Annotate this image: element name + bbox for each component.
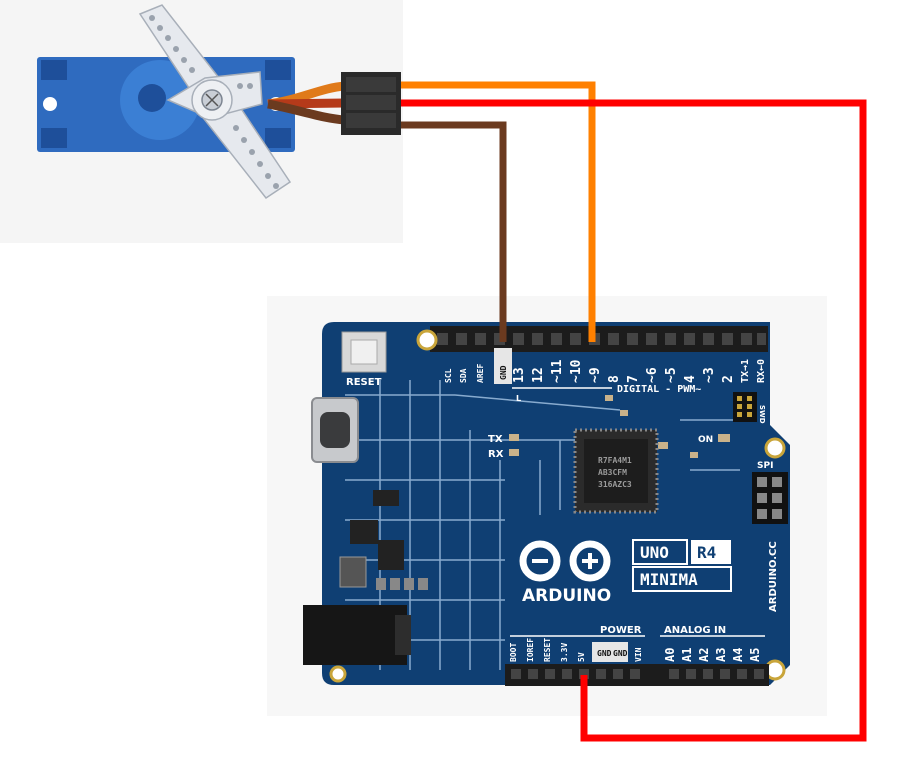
servo-gear — [138, 84, 166, 112]
website-label: ARDUINO.CC — [768, 541, 779, 612]
signal-wire — [401, 81, 596, 342]
power-wire — [401, 99, 867, 742]
pin-label: A5 — [748, 648, 762, 662]
pin-label: RX←0 — [756, 359, 767, 383]
swd-header — [733, 392, 757, 422]
pin-label: 7 — [626, 375, 641, 383]
on-label: ON — [698, 435, 713, 445]
pin-label: ~5 — [664, 367, 679, 383]
pin-label: BOOT — [509, 643, 518, 662]
chip-line-3: 316AZC3 — [598, 480, 632, 489]
mount-hole — [764, 437, 786, 459]
chip-line-1: R7FA4M1 — [598, 456, 632, 465]
servo-horn — [138, 4, 292, 200]
pin-label: GND — [597, 649, 612, 658]
pin-label: 4 — [683, 375, 698, 383]
servo-mount-tab — [41, 60, 67, 80]
pin-label: 3.3V — [560, 643, 569, 662]
pin-label: ~11 — [550, 359, 565, 383]
pin-label: A4 — [731, 648, 745, 662]
rx-label: RX — [488, 449, 504, 460]
pin-label: 12 — [531, 367, 546, 383]
pin-label: ~3 — [702, 367, 717, 383]
servo-motor — [37, 4, 401, 200]
model-uno: UNO — [640, 543, 669, 562]
board-pcb — [322, 322, 790, 685]
pin-label: A1 — [680, 648, 694, 662]
top-pin-labels: SCL SDA AREF GND 13 12 ~11 ~10 ~9 8 7 ~6… — [444, 348, 767, 384]
pin-label: GND — [499, 365, 508, 380]
chip-line-2: AB3CFM — [598, 468, 627, 477]
pin-label: VIN — [634, 647, 643, 662]
brand-text: ARDUINO — [522, 586, 611, 606]
model-minima: MINIMA — [640, 570, 698, 589]
pin-label: ~9 — [588, 367, 603, 383]
digital-pwm-label: DIGITAL - PWM~ — [617, 384, 701, 395]
bottom-pin-labels: BOOT IOREF RESET 3.3V 5V GND GND VIN A0 … — [509, 638, 762, 662]
servo-lead-ground — [267, 99, 346, 125]
mount-hole — [416, 329, 438, 351]
pin-label: 5V — [577, 652, 586, 662]
model-box-r4 — [691, 540, 731, 564]
led-l-label: L — [516, 394, 521, 403]
pin-label: A3 — [714, 648, 728, 662]
pin-label: AREF — [476, 364, 485, 383]
pin-label: ~6 — [645, 367, 660, 383]
pin-label: GND — [613, 649, 628, 658]
arduino-logo — [519, 540, 611, 582]
pin-label: SCL — [444, 368, 453, 383]
servo-mount-tab — [265, 128, 291, 148]
on-led — [718, 434, 730, 442]
pin-label: 2 — [721, 375, 736, 383]
pin-label: TX→1 — [740, 359, 751, 383]
servo-mount-tab — [41, 128, 67, 148]
pin-label: A0 — [663, 648, 677, 662]
reset-label: RESET — [346, 377, 382, 388]
pin-label: 13 — [512, 367, 527, 383]
power-label: POWER — [600, 625, 642, 636]
servo-mount-tab — [265, 60, 291, 80]
gnd-pin-highlight — [592, 642, 628, 662]
gnd-pin-highlight — [494, 348, 512, 384]
tx-label: TX — [488, 434, 503, 445]
arduino-board: RESET R7FA4M1 AB3CFM 316AZC3 SWD — [303, 322, 790, 686]
pin-label: IOREF — [526, 638, 535, 662]
model-box-minima — [632, 566, 732, 592]
mount-hole — [329, 665, 347, 683]
servo-mount-hole — [43, 97, 57, 111]
ground-wire — [401, 121, 507, 342]
pin-label: RESET — [543, 638, 552, 662]
spi-label: SPI — [757, 461, 773, 471]
swd-label: SWD — [758, 405, 766, 424]
dc-power-jack — [303, 605, 407, 665]
pin-label: A2 — [697, 648, 711, 662]
pin-label: ~10 — [569, 359, 584, 383]
pin-label: SDA — [459, 368, 468, 383]
model-box-uno — [632, 539, 688, 565]
model-r4: R4 — [697, 543, 716, 562]
pin-label: 8 — [607, 375, 622, 383]
analog-in-label: ANALOG IN — [664, 625, 726, 636]
smd-components — [339, 395, 698, 590]
